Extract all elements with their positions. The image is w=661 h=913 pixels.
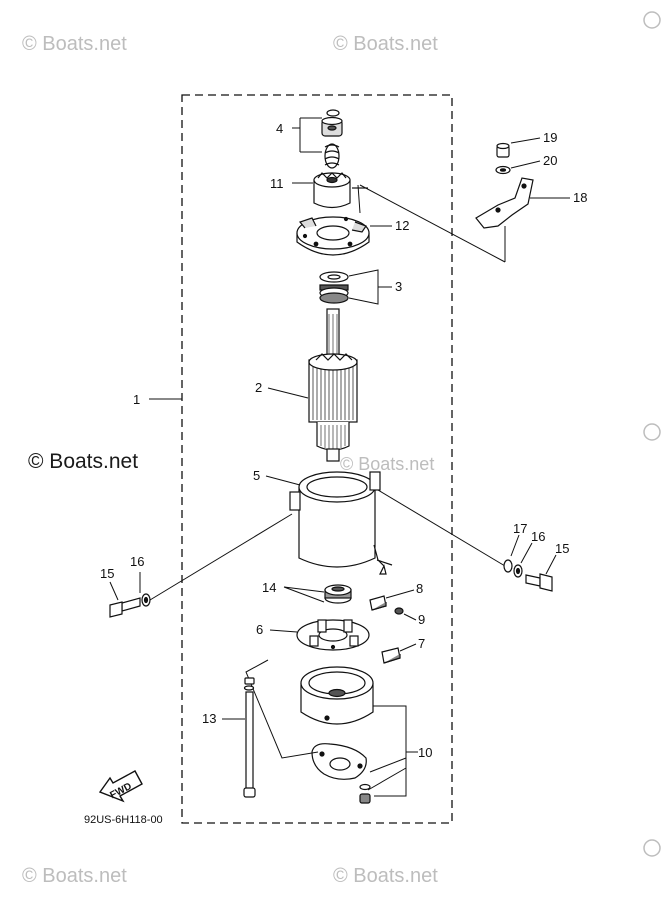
part-15-bolt-right xyxy=(525,573,553,592)
leader-2 xyxy=(267,387,309,399)
callout-12: 12 xyxy=(395,218,409,233)
watermark-top-left: © Boats.net xyxy=(22,33,127,55)
watermark-top-right: © Boats.net xyxy=(333,33,438,55)
watermark-middle-center: © Boats.net xyxy=(340,454,434,474)
bolt-guide-line-left xyxy=(149,513,293,601)
part-17-washer xyxy=(503,559,513,573)
cover-guide-line xyxy=(245,659,319,759)
part-10-end-plate xyxy=(311,743,367,780)
callout-6: 6 xyxy=(256,622,263,637)
leader-15-16-left xyxy=(109,572,141,601)
part-19-screw xyxy=(496,142,510,158)
fwd-arrow-icon: FWD xyxy=(98,770,143,803)
callout-3: 3 xyxy=(395,279,402,294)
part-14-bearing xyxy=(324,584,352,604)
part-10-rear-cover xyxy=(300,666,374,725)
callout-11: 11 xyxy=(270,176,284,191)
part-12-front-cover xyxy=(296,216,370,256)
part-4-spring-collar xyxy=(321,109,343,169)
leader-3 xyxy=(348,269,392,305)
leader-9 xyxy=(403,613,417,621)
watermark-mark xyxy=(643,839,661,857)
callout-20: 20 xyxy=(543,153,557,168)
part-15-bolt-left xyxy=(109,597,141,618)
part-9-screw xyxy=(394,607,404,615)
diagram-code: 92US-6H118-00 xyxy=(84,814,163,826)
callout-9: 9 xyxy=(418,612,425,627)
leader-6 xyxy=(269,629,298,633)
callout-1: 1 xyxy=(133,392,140,407)
callout-15-left: 15 xyxy=(100,566,114,581)
watermark-mark xyxy=(643,423,661,441)
watermark-middle-left: © Boats.net xyxy=(28,450,138,473)
assembly-dashed-border xyxy=(181,94,453,824)
leader-8 xyxy=(385,589,415,599)
leader-5 xyxy=(265,475,301,486)
callout-14: 14 xyxy=(262,580,276,595)
part-16-washer-left xyxy=(141,593,151,607)
leader-14 xyxy=(283,586,325,603)
leader-4 xyxy=(292,117,322,153)
callout-17: 17 xyxy=(513,521,527,536)
leader-20 xyxy=(510,160,541,169)
callout-19: 19 xyxy=(543,130,557,145)
callout-10: 10 xyxy=(418,745,432,760)
part-3-washers xyxy=(319,271,349,304)
callout-16-right: 16 xyxy=(531,529,545,544)
callout-4: 4 xyxy=(276,121,283,136)
callout-2: 2 xyxy=(255,380,262,395)
part-20-washer xyxy=(495,165,511,175)
callout-5: 5 xyxy=(253,468,260,483)
leader-10 xyxy=(367,705,418,797)
part-18-bracket xyxy=(475,177,534,229)
callout-18: 18 xyxy=(573,190,587,205)
callout-13: 13 xyxy=(202,711,216,726)
part-8-brush xyxy=(369,595,387,611)
leader-15-16-17-right xyxy=(510,534,557,575)
part-16-washer-right xyxy=(513,564,523,578)
bolt-guide-line-right xyxy=(377,489,506,567)
watermark-bottom-left: © Boats.net xyxy=(22,865,127,887)
part-10-screws xyxy=(359,783,371,804)
leader-19 xyxy=(510,137,541,144)
bracket-guide-line xyxy=(357,184,506,263)
part-11-pinion xyxy=(313,172,368,209)
watermark-mark xyxy=(643,11,661,29)
part-5-yoke xyxy=(289,471,393,575)
callout-7: 7 xyxy=(418,636,425,651)
watermark-bottom-right: © Boats.net xyxy=(333,865,438,887)
part-7-brush xyxy=(381,647,401,664)
callout-8: 8 xyxy=(416,581,423,596)
part-2-armature xyxy=(308,308,358,462)
leader-7 xyxy=(399,643,417,652)
callout-16-left: 16 xyxy=(130,554,144,569)
callout-15-right: 15 xyxy=(555,541,569,556)
part-6-brush-holder xyxy=(296,619,370,651)
part-13-through-bolt xyxy=(243,677,256,798)
